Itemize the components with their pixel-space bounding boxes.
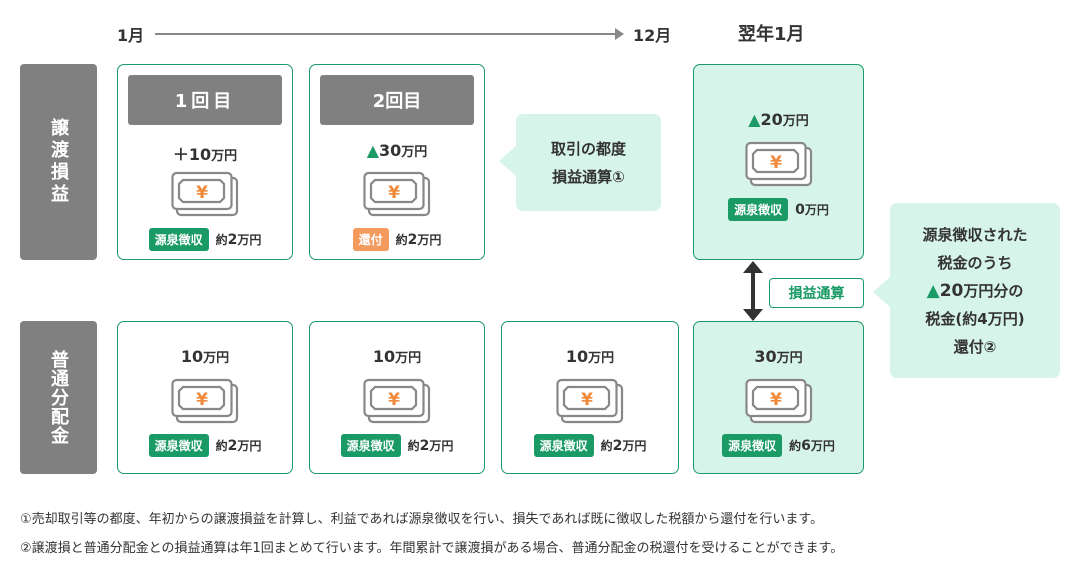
withholding-badge: 源泉徴収 <box>148 228 209 251</box>
footnote-1: ①売却取引等の都度、年初からの譲渡損益を計算し、利益であれば源泉徴収を行い、損失… <box>20 512 824 527</box>
capital-card-1: 1回目 ＋10万円 源泉徴収 約2万円 <box>117 64 293 260</box>
row-label-capital: 譲渡損益 <box>20 64 97 260</box>
card-footer: 源泉徴収 約2万円 <box>118 228 292 251</box>
withholding-badge: 源泉徴収 <box>340 434 401 457</box>
money-icon <box>363 378 431 424</box>
money-icon <box>171 378 239 424</box>
timeline-start-label: 1月 <box>117 26 145 45</box>
double-arrow-icon <box>743 261 763 321</box>
amount-unit: 万円 <box>401 145 428 160</box>
money-icon <box>745 141 813 187</box>
bubble-line: 源泉徴収された <box>922 225 1028 244</box>
card-amount: 10万円 <box>180 347 230 366</box>
amount-number: 30 <box>379 141 402 160</box>
card-header: 2回目 <box>320 75 474 125</box>
bubble-tail <box>873 276 891 308</box>
loss-triangle-icon: ▲ <box>748 110 761 129</box>
bubble-line: 税金(約4万円) <box>925 309 1025 328</box>
tax-amount: 約2万円 <box>215 438 262 454</box>
money-icon <box>171 171 239 217</box>
capital-card-2: 2回目 ▲30万円 還付 約2万円 <box>309 64 485 260</box>
money-icon <box>745 378 813 424</box>
capital-card-next-year: ▲20万円 源泉徴収 0万円 <box>693 64 864 260</box>
card-amount: ＋10万円 <box>118 141 292 165</box>
withholding-badge: 源泉徴収 <box>148 434 209 457</box>
bubble-line: ▲20万円分の <box>926 280 1024 301</box>
tax-amount: 約2万円 <box>600 438 647 454</box>
timeline-next-year-label: 翌年1月 <box>738 24 805 45</box>
row-label-capital-text: 譲渡損益 <box>48 118 69 206</box>
bubble-line: 還付② <box>953 337 997 356</box>
bubble-line: 取引の都度 <box>550 139 626 158</box>
withholding-badge: 源泉徴収 <box>533 434 594 457</box>
card-footer: 源泉徴収 約2万円 <box>310 434 484 457</box>
timeline-end-label: 12月 <box>633 26 672 45</box>
tax-amount: 約6万円 <box>789 438 835 454</box>
card-footer: 還付 約2万円 <box>310 228 484 251</box>
card-footer: 源泉徴収 0万円 <box>694 198 863 221</box>
row-label-dividend: 普通分配金 <box>20 321 97 474</box>
dividend-card-3: 10万円 源泉徴収 約2万円 <box>501 321 679 474</box>
amount-unit: 万円 <box>782 114 809 129</box>
tax-amount: 0万円 <box>795 202 829 218</box>
loss-triangle-icon: ▲ <box>926 280 940 301</box>
tax-amount: 約2万円 <box>395 232 442 248</box>
card-footer: 源泉徴収 約2万円 <box>118 434 292 457</box>
timeline-line <box>155 33 617 35</box>
dividend-card-2: 10万円 源泉徴収 約2万円 <box>309 321 485 474</box>
bubble-line: 損益通算① <box>552 167 625 186</box>
card-amount: 30万円 <box>754 347 803 366</box>
tax-amount: 約2万円 <box>215 232 262 248</box>
per-trade-offset-bubble: 取引の都度 損益通算① <box>516 114 661 211</box>
card-amount: ▲30万円 <box>310 141 484 160</box>
plus-sign: ＋ <box>172 145 189 164</box>
row-label-dividend-text: 普通分配金 <box>48 350 69 445</box>
offset-label: 損益通算 <box>769 278 864 308</box>
money-icon <box>556 378 624 424</box>
amount-number: 20 <box>760 110 783 129</box>
footnote-2: ②譲渡損と普通分配金との損益通算は年1回まとめて行います。年間累計で譲渡損がある… <box>20 541 844 556</box>
bubble-tail <box>499 145 517 177</box>
card-footer: 源泉徴収 約6万円 <box>694 434 863 457</box>
amount-unit: 万円 <box>211 149 238 164</box>
withholding-badge: 源泉徴収 <box>722 434 783 457</box>
card-amount: 10万円 <box>565 347 615 366</box>
refund-explanation-bubble: 源泉徴収された 税金のうち ▲20万円分の 税金(約4万円) 還付② <box>890 203 1060 378</box>
dividend-card-1: 10万円 源泉徴収 約2万円 <box>117 321 293 474</box>
refund-badge: 還付 <box>352 228 389 251</box>
withholding-badge: 源泉徴収 <box>728 198 789 221</box>
bubble-line: 税金のうち <box>937 253 1013 272</box>
timeline-arrow-icon <box>615 28 624 40</box>
money-icon <box>363 171 431 217</box>
card-amount: 10万円 <box>372 347 422 366</box>
card-footer: 源泉徴収 約2万円 <box>502 434 678 457</box>
card-header: 1回目 <box>128 75 282 125</box>
card-amount: ▲20万円 <box>694 110 863 129</box>
dividend-card-next-year: 30万円 源泉徴収 約6万円 <box>693 321 864 474</box>
loss-triangle-icon: ▲ <box>366 141 380 160</box>
amount-number: 10 <box>188 145 212 164</box>
tax-amount: 約2万円 <box>407 438 454 454</box>
